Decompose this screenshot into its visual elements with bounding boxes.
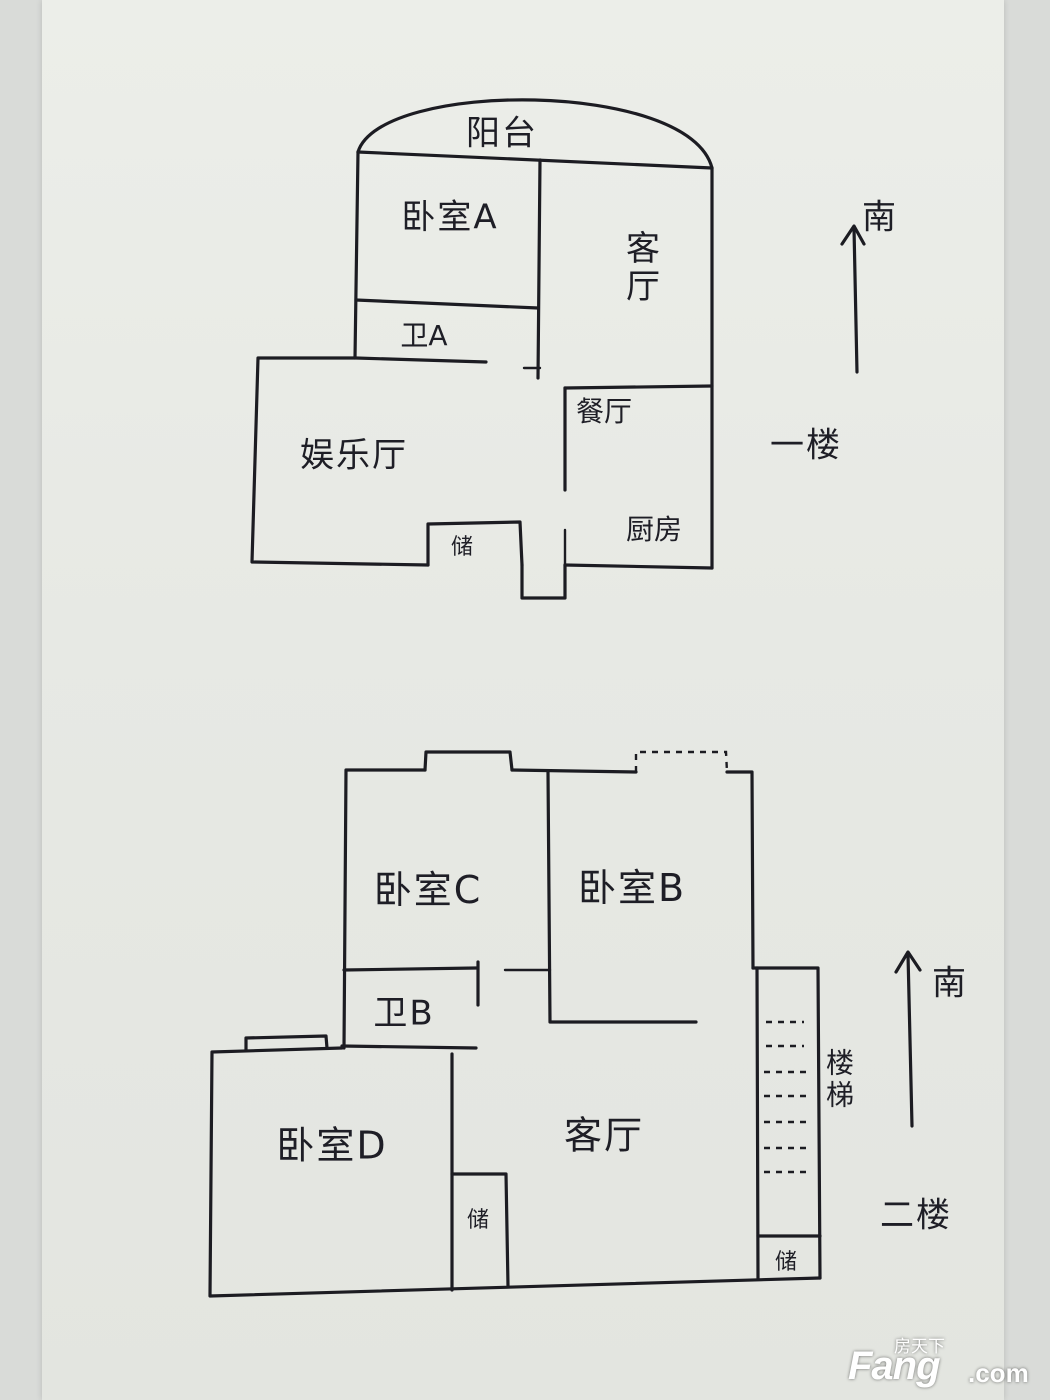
floor2-south-label: 南 (932, 963, 968, 1004)
floor2-storage-2-label: 储 (774, 1250, 798, 1275)
floor1-living-room-label: 客厅 (619, 230, 660, 306)
floor1-walls (250, 98, 714, 600)
floor1-south-label: 南 (862, 197, 898, 238)
floor2-level-label: 二楼 (880, 1195, 952, 1236)
bedroom-a-label: 卧室A (401, 197, 499, 238)
balcony-label: 阳台 (466, 113, 538, 154)
kitchen-label: 厨房 (625, 513, 683, 546)
floor2-south-arrow (894, 950, 922, 1128)
floor2-living-room-label: 客厅 (563, 1113, 645, 1158)
floor1-storage-label: 储 (450, 535, 474, 560)
watermark-domain-text: .com (968, 1358, 1029, 1388)
bedroom-d-label: 卧室D (276, 1123, 388, 1168)
bedroom-c-label: 卧室C (373, 868, 483, 912)
balcony-arc (356, 98, 714, 170)
paper-sheet (42, 0, 1004, 1400)
floor1-south-arrow (840, 224, 866, 374)
dining-room-label: 餐厅 (575, 395, 633, 428)
floor1-level-label: 一楼 (770, 425, 842, 466)
recreation-room-label: 娱乐厅 (300, 435, 408, 476)
watermark-top-text: 房天下 (894, 1337, 945, 1357)
bedroom-b-label: 卧室B (577, 866, 687, 910)
fang-watermark-logo: 房天下 Fang .com (848, 1332, 1044, 1396)
balcony-line (356, 150, 714, 170)
floor2-walls (208, 750, 822, 1298)
stairs-label: 楼梯 (822, 1048, 855, 1112)
watermark-main-text: Fang (848, 1344, 941, 1388)
bathroom-b-label: 卫B (373, 993, 435, 1034)
floor2-storage-1-label: 储 (466, 1208, 490, 1233)
bathroom-a-label: 卫A (400, 319, 448, 352)
